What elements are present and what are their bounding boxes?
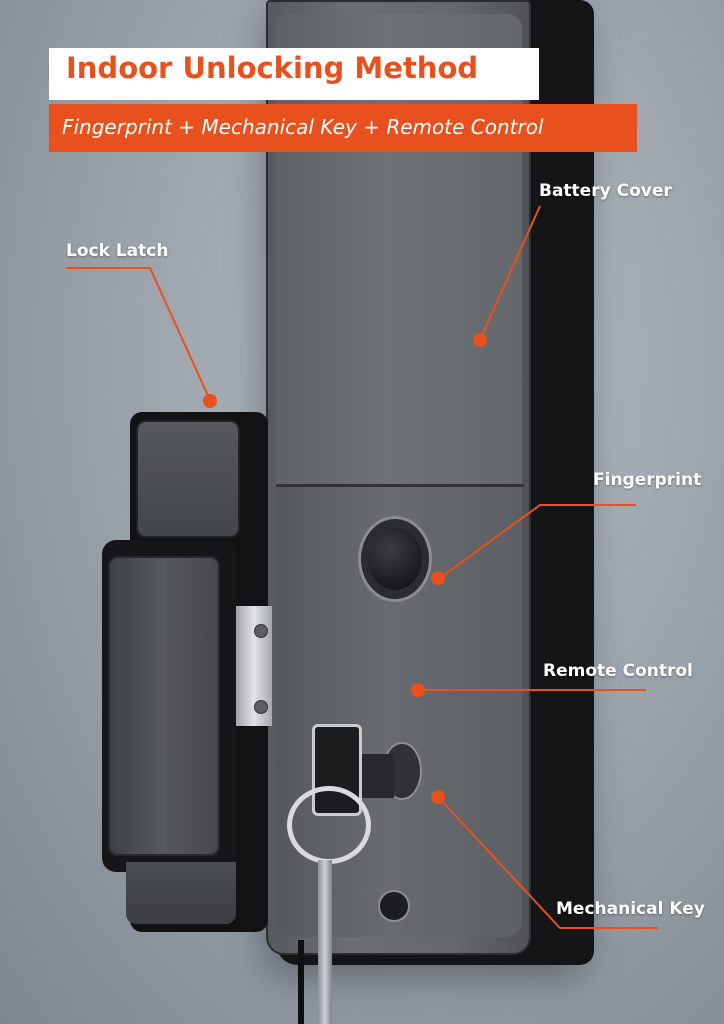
leader-fingerprint	[439, 504, 636, 579]
callout-dot-fingerprint	[431, 571, 445, 585]
fingerprint-sensor-glass	[368, 528, 422, 590]
latch-bottom-block	[126, 862, 236, 924]
label-remote-control: Remote Control	[543, 661, 693, 681]
leader-battery-cover	[479, 205, 541, 341]
key-shaft	[358, 754, 394, 798]
callout-dot-lock-latch	[203, 394, 217, 408]
title-banner	[49, 48, 539, 100]
callout-dot-mechanical-key	[431, 790, 445, 804]
spare-key	[318, 860, 332, 1024]
panel-seam	[276, 484, 524, 487]
label-lock-latch: Lock Latch	[66, 241, 169, 261]
label-fingerprint: Fingerprint	[593, 470, 702, 490]
leader-lock-latch	[66, 267, 211, 401]
subtitle-banner	[49, 104, 637, 152]
screw	[378, 890, 410, 922]
callout-dot-battery-cover	[473, 333, 487, 347]
hinge-screw	[254, 700, 268, 714]
latch-top-block	[136, 420, 240, 538]
page-subtitle: Fingerprint + Mechanical Key + Remote Co…	[62, 115, 544, 139]
page-title: Indoor Unlocking Method	[66, 51, 479, 85]
callout-dot-remote-control	[411, 683, 425, 697]
latch-handle-face	[108, 556, 220, 856]
cable	[298, 940, 304, 1024]
hinge-screw	[254, 624, 268, 638]
leader-mechanical-key	[437, 796, 658, 929]
label-mechanical-key: Mechanical Key	[556, 899, 705, 919]
label-battery-cover: Battery Cover	[539, 181, 672, 201]
